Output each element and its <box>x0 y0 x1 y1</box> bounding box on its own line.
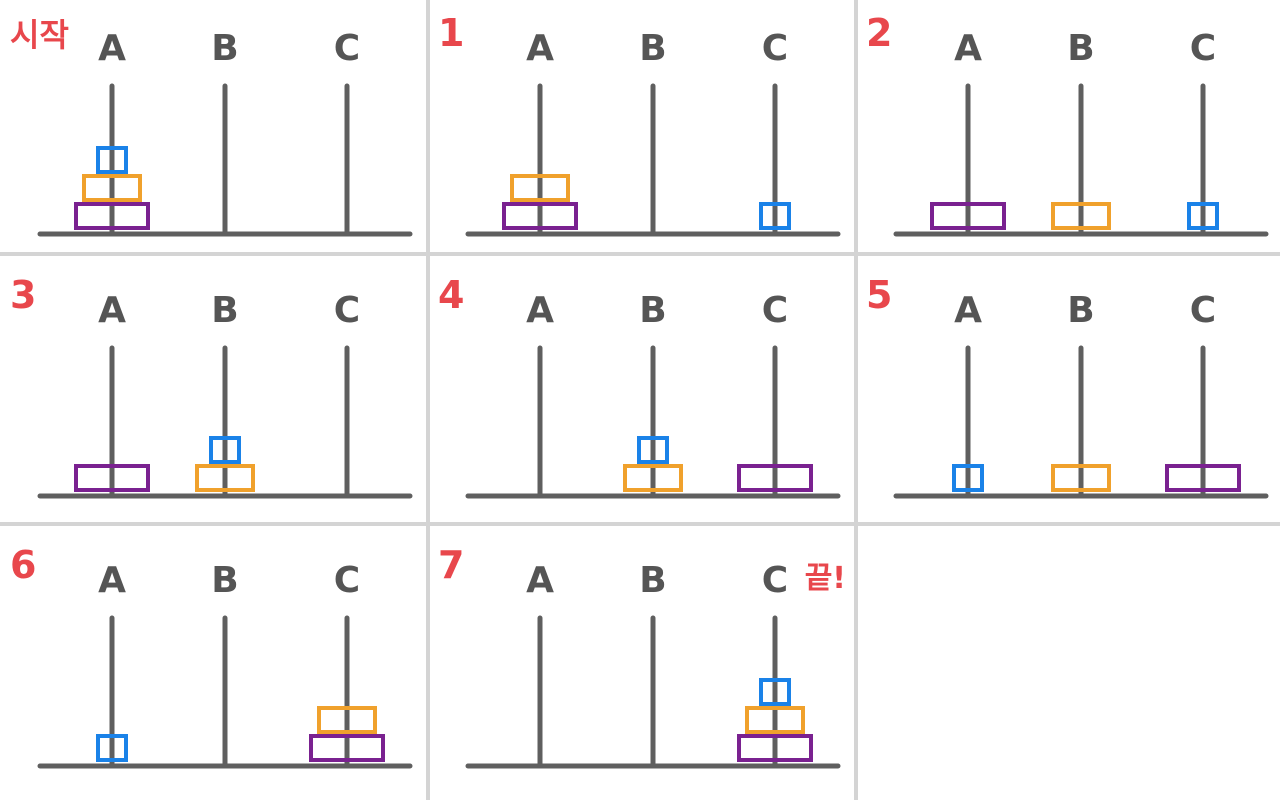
disk-large <box>737 464 813 492</box>
disk-medium <box>317 706 377 734</box>
step-panel: 4 A B C <box>438 273 841 499</box>
disk-large <box>737 734 813 762</box>
disk-small <box>209 436 241 464</box>
peg-label: B <box>211 560 238 601</box>
step-label: 1 <box>438 11 464 55</box>
peg-label: C <box>762 28 788 69</box>
disk-medium <box>510 174 570 202</box>
step-label: 4 <box>438 273 464 317</box>
disk-small <box>759 202 791 230</box>
disk-small <box>1187 202 1219 230</box>
step-label: 시작 <box>10 16 69 54</box>
peg-label: C <box>334 290 360 331</box>
step-label: 3 <box>10 273 36 317</box>
peg-label: C <box>762 560 788 601</box>
peg-label: B <box>1067 290 1094 331</box>
disk-large <box>502 202 578 230</box>
peg-label: C <box>334 28 360 69</box>
disk-large <box>309 734 385 762</box>
disk-large <box>1165 464 1241 492</box>
step-panel: 5 A B C <box>866 273 1269 499</box>
peg-label: B <box>639 28 666 69</box>
disk-medium <box>1051 202 1111 230</box>
peg-label: A <box>98 560 126 601</box>
peg-label: B <box>639 560 666 601</box>
peg-label: C <box>1190 290 1216 331</box>
step-label: 7 <box>438 543 464 587</box>
step-panel: 1 A B C <box>438 11 841 237</box>
disk-medium <box>195 464 255 492</box>
step-panel: 7 A B C 끝! <box>438 543 846 769</box>
step-panel: 6 A B C <box>10 543 413 769</box>
disk-medium <box>82 174 142 202</box>
disk-small <box>952 464 984 492</box>
disk-medium <box>745 706 805 734</box>
disk-small <box>96 146 128 174</box>
disk-medium <box>1051 464 1111 492</box>
step-panel: 시작 A B C <box>10 16 413 237</box>
finish-note: 끝! <box>805 561 846 596</box>
peg-label: B <box>211 28 238 69</box>
step-label: 6 <box>10 543 36 587</box>
disk-medium <box>623 464 683 492</box>
disk-small <box>759 678 791 706</box>
disk-small <box>637 436 669 464</box>
step-panel: 2 A B C <box>866 11 1269 237</box>
peg-label: B <box>1067 28 1094 69</box>
step-panel: 3 A B C <box>10 273 413 499</box>
peg-label: A <box>98 28 126 69</box>
peg-label: A <box>526 560 554 601</box>
peg-label: C <box>762 290 788 331</box>
step-label: 2 <box>866 11 892 55</box>
disk-large <box>74 202 150 230</box>
peg-label: B <box>639 290 666 331</box>
peg-label: A <box>526 28 554 69</box>
peg-label: C <box>334 560 360 601</box>
step-label: 5 <box>866 273 892 317</box>
peg-label: B <box>211 290 238 331</box>
disk-small <box>96 734 128 762</box>
disk-large <box>74 464 150 492</box>
peg-label: A <box>954 290 982 331</box>
disk-large <box>930 202 1006 230</box>
peg-label: A <box>526 290 554 331</box>
peg-label: C <box>1190 28 1216 69</box>
peg-label: A <box>98 290 126 331</box>
peg-label: A <box>954 28 982 69</box>
